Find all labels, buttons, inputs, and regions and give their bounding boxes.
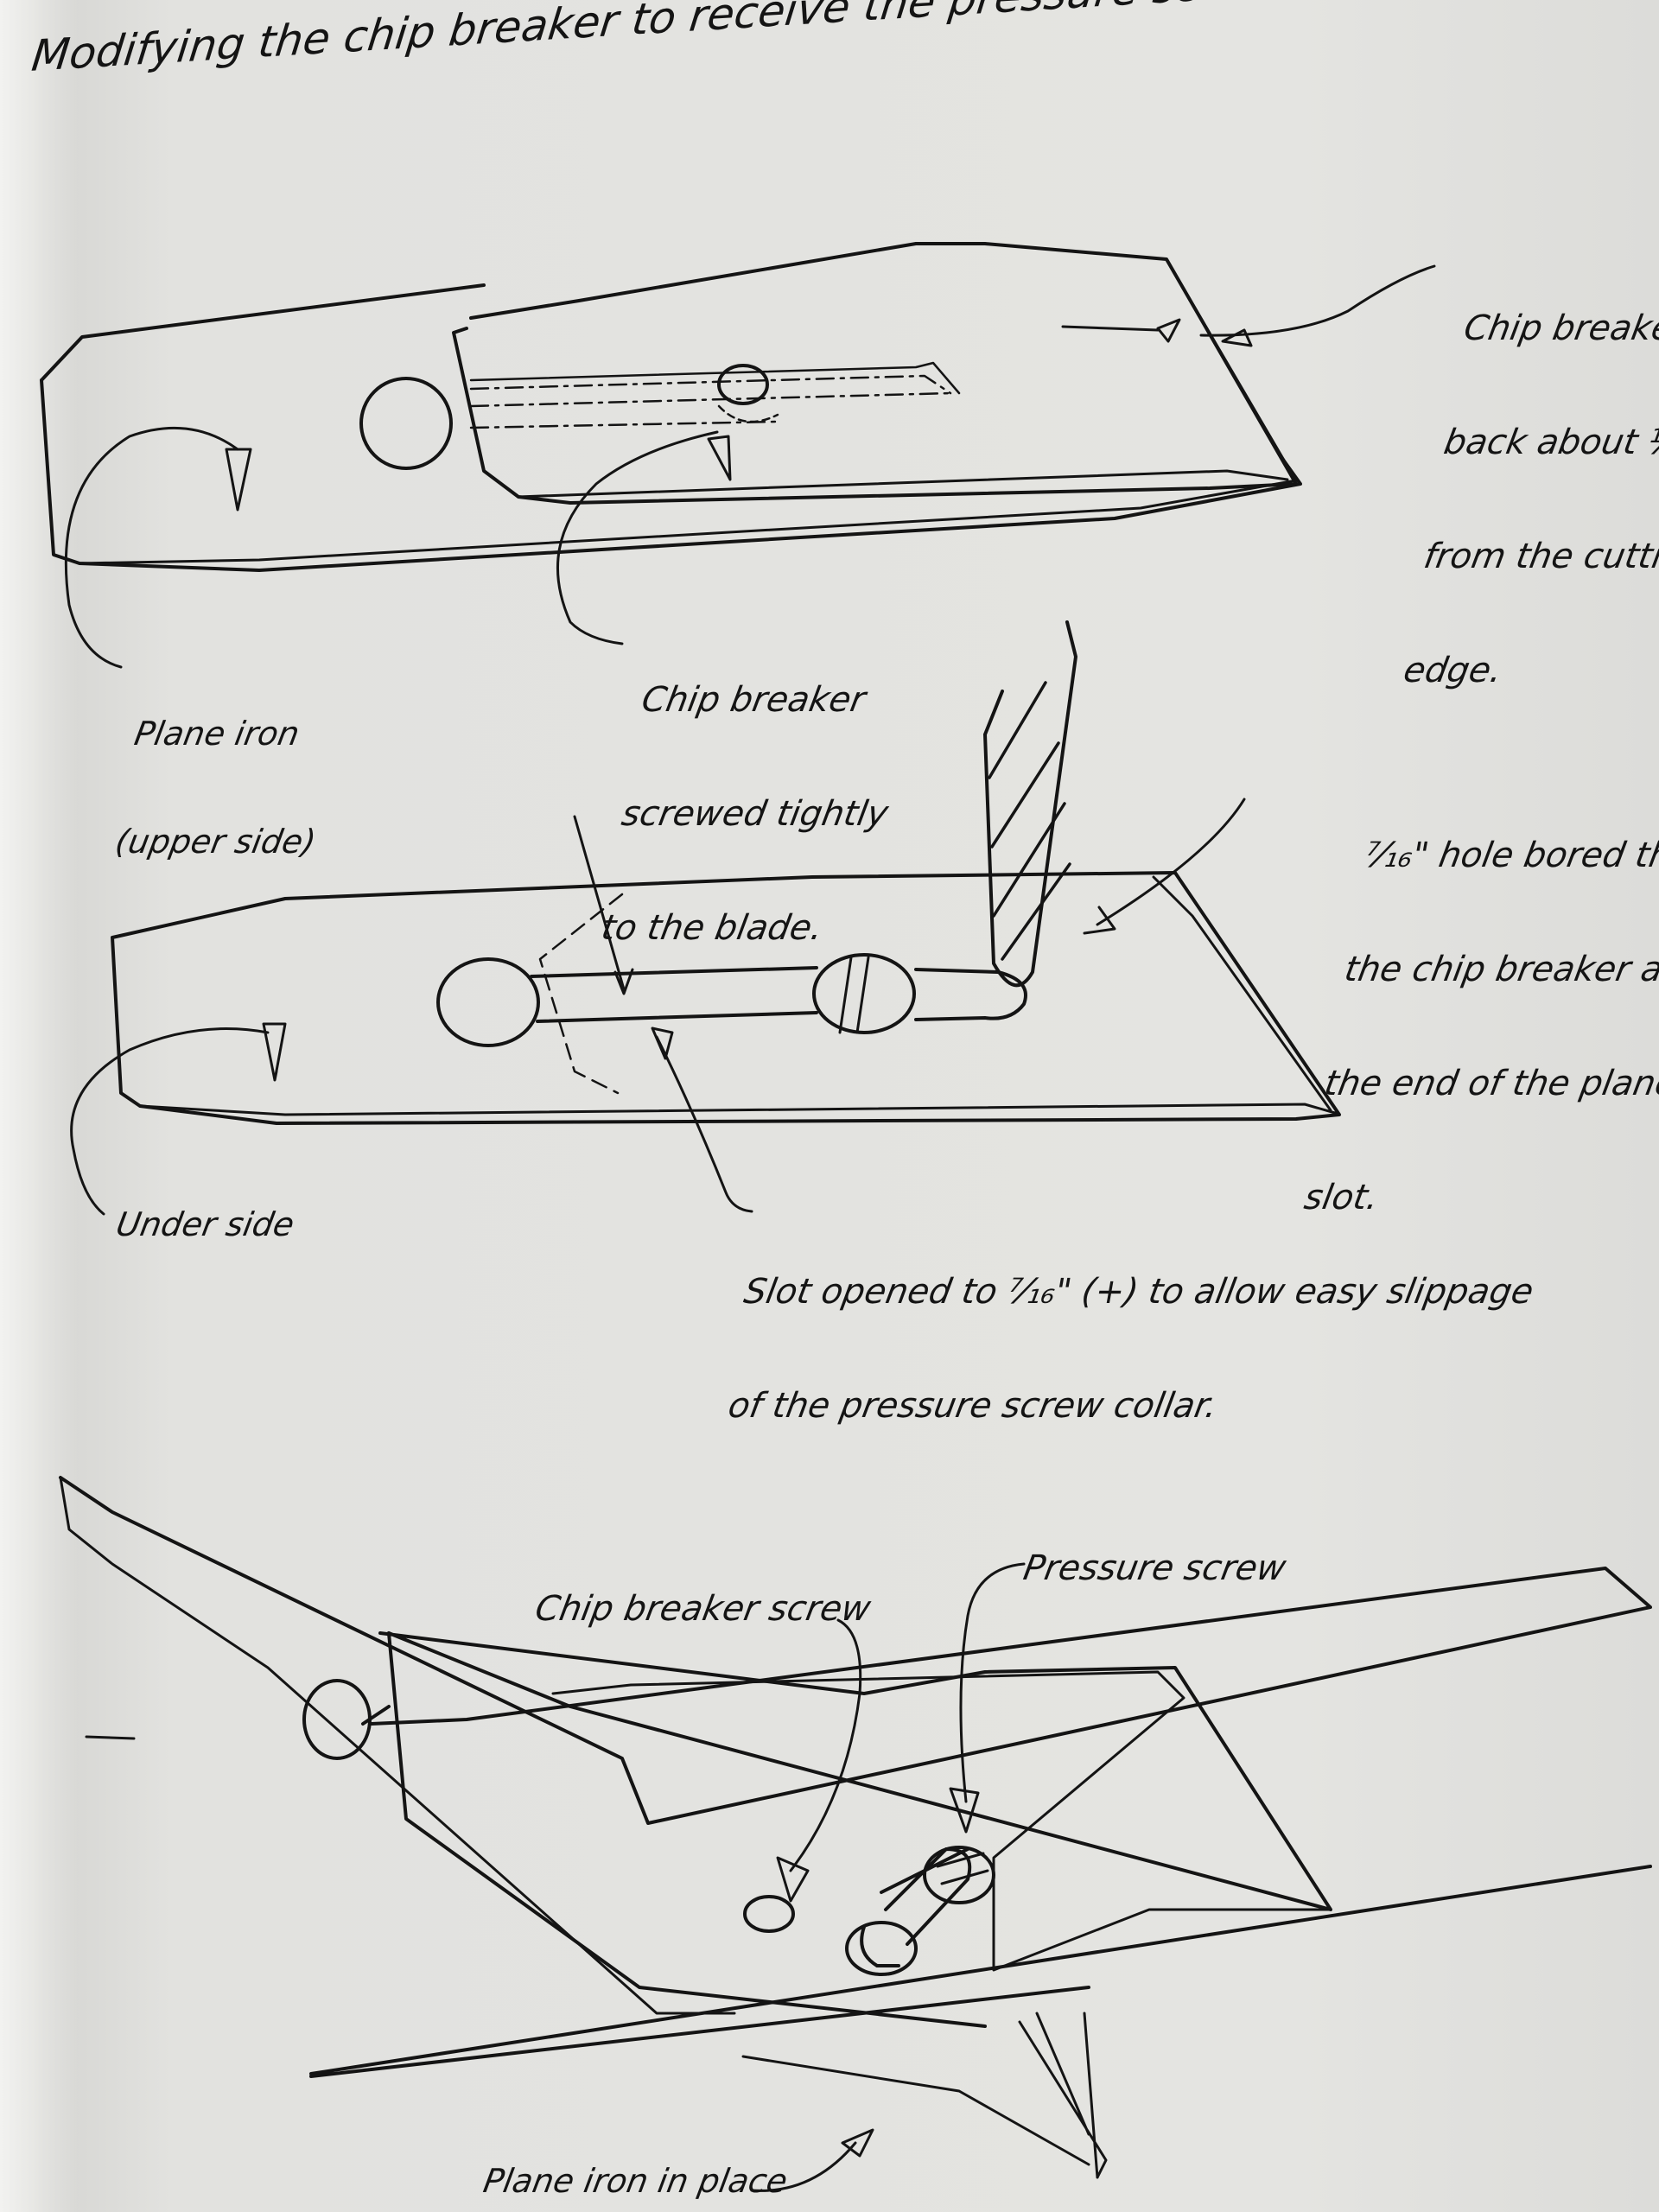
leader-plane-iron-upper bbox=[64, 426, 239, 669]
figure-upper-side bbox=[40, 242, 1436, 669]
label-line: screwed tightly bbox=[618, 794, 892, 834]
screw-hidden-collar bbox=[717, 404, 779, 423]
plane-iron-in-place-left bbox=[387, 1631, 987, 2028]
label-pressure-screw: Pressure screw bbox=[1020, 1548, 1289, 1588]
label-line: Slot opened to ⁷⁄₁₆" (+) to allow easy s… bbox=[741, 1272, 1537, 1312]
pressure-screw-slot bbox=[936, 1852, 989, 1885]
figure-in-place bbox=[59, 1476, 1652, 2192]
leader-plane-iron-in-place bbox=[750, 2128, 874, 2192]
label-line: to the blade. bbox=[598, 908, 826, 948]
leader-chip-breaker-screw bbox=[776, 1618, 862, 1903]
pointer-set-back bbox=[1156, 318, 1253, 347]
label-line: Plane iron bbox=[131, 714, 302, 753]
plane-iron-keyhole bbox=[359, 377, 453, 470]
leader-chip-breaker-screwed bbox=[556, 430, 719, 645]
leader-slot-opened bbox=[651, 1027, 753, 1213]
plane-iron-underside-outline bbox=[111, 871, 1341, 1125]
label-plane-iron-in-place: Plane iron in place bbox=[480, 2162, 791, 2200]
label-line: ⁷⁄₁₆" hole bored through bbox=[1361, 836, 1659, 875]
plane-stock-sole bbox=[309, 1865, 1652, 2078]
pointer-plane-iron-upper bbox=[225, 448, 252, 512]
underside-bevel bbox=[138, 875, 1337, 1116]
plane-iron-inplace-bevel bbox=[551, 1670, 1332, 1972]
in-place-keyhole bbox=[302, 1679, 372, 1760]
stock-side-line bbox=[85, 1735, 136, 1740]
drill-bit-outline bbox=[983, 620, 1077, 988]
label-line: the end of the plane-i bbox=[1321, 1064, 1659, 1103]
in-place-keyhole-stem bbox=[361, 1705, 391, 1726]
label-underside: Under side bbox=[113, 1205, 297, 1243]
pressure-screw-collar bbox=[845, 1921, 918, 1976]
label-line: of the pressure screw collar. bbox=[725, 1386, 1221, 1426]
hidden-chip-breaker-outline bbox=[538, 893, 624, 1095]
label-line: (upper side) bbox=[112, 822, 319, 861]
pressure-screw-head bbox=[923, 1846, 995, 1904]
slot-top-lines bbox=[469, 361, 961, 395]
slot-arrow bbox=[573, 815, 634, 995]
plane-stock-top bbox=[59, 1476, 1652, 1825]
label-chip-breaker-screw: Chip breaker screw bbox=[531, 1589, 874, 1629]
chip-breaker-outline bbox=[452, 242, 1298, 505]
plane-stock-top-bevel bbox=[59, 1476, 736, 2015]
label-line: back about ¹⁄₁₆ bbox=[1440, 423, 1659, 462]
drill-bit-flutes bbox=[988, 681, 1071, 961]
underside-keyhole bbox=[436, 957, 540, 1047]
underside-slot bbox=[530, 966, 1027, 1023]
pointer-underside bbox=[262, 1022, 287, 1082]
plane-iron-slot-hidden bbox=[469, 374, 952, 429]
label-line: the chip breaker at bbox=[1341, 950, 1659, 989]
plane-mouth bbox=[741, 2012, 1108, 2179]
plane-iron-in-place-outline bbox=[378, 1631, 1332, 1911]
label-line: Chip breaker s bbox=[1460, 308, 1659, 348]
leader-pressure-screw bbox=[949, 1562, 1026, 1834]
pointer-chip-breaker-screwed bbox=[707, 435, 732, 481]
chip-breaker-front-bevel bbox=[517, 257, 1294, 499]
label-slot-opened: Slot opened to ⁷⁄₁₆" (+) to allow easy s… bbox=[708, 1197, 1549, 1501]
chip-breaker-screw-head bbox=[717, 364, 769, 405]
figure-underside bbox=[70, 620, 1341, 1216]
label-line: edge. bbox=[1401, 651, 1505, 690]
label-line: Chip breaker bbox=[639, 680, 869, 720]
plane-iron-upper-outline bbox=[40, 283, 1302, 572]
label-line: from the cuttin bbox=[1421, 537, 1659, 576]
page-gutter bbox=[0, 0, 78, 2212]
plane-iron-bevel-edge bbox=[78, 479, 1298, 565]
leader-underside bbox=[70, 1027, 270, 1216]
leader-hole-bored bbox=[1083, 798, 1246, 935]
underside-collar bbox=[812, 953, 916, 1034]
underside-collar-slot bbox=[838, 956, 870, 1034]
leader-chip-breaker-set-back bbox=[1061, 264, 1436, 337]
in-place-chip-breaker-screw bbox=[743, 1895, 795, 1933]
